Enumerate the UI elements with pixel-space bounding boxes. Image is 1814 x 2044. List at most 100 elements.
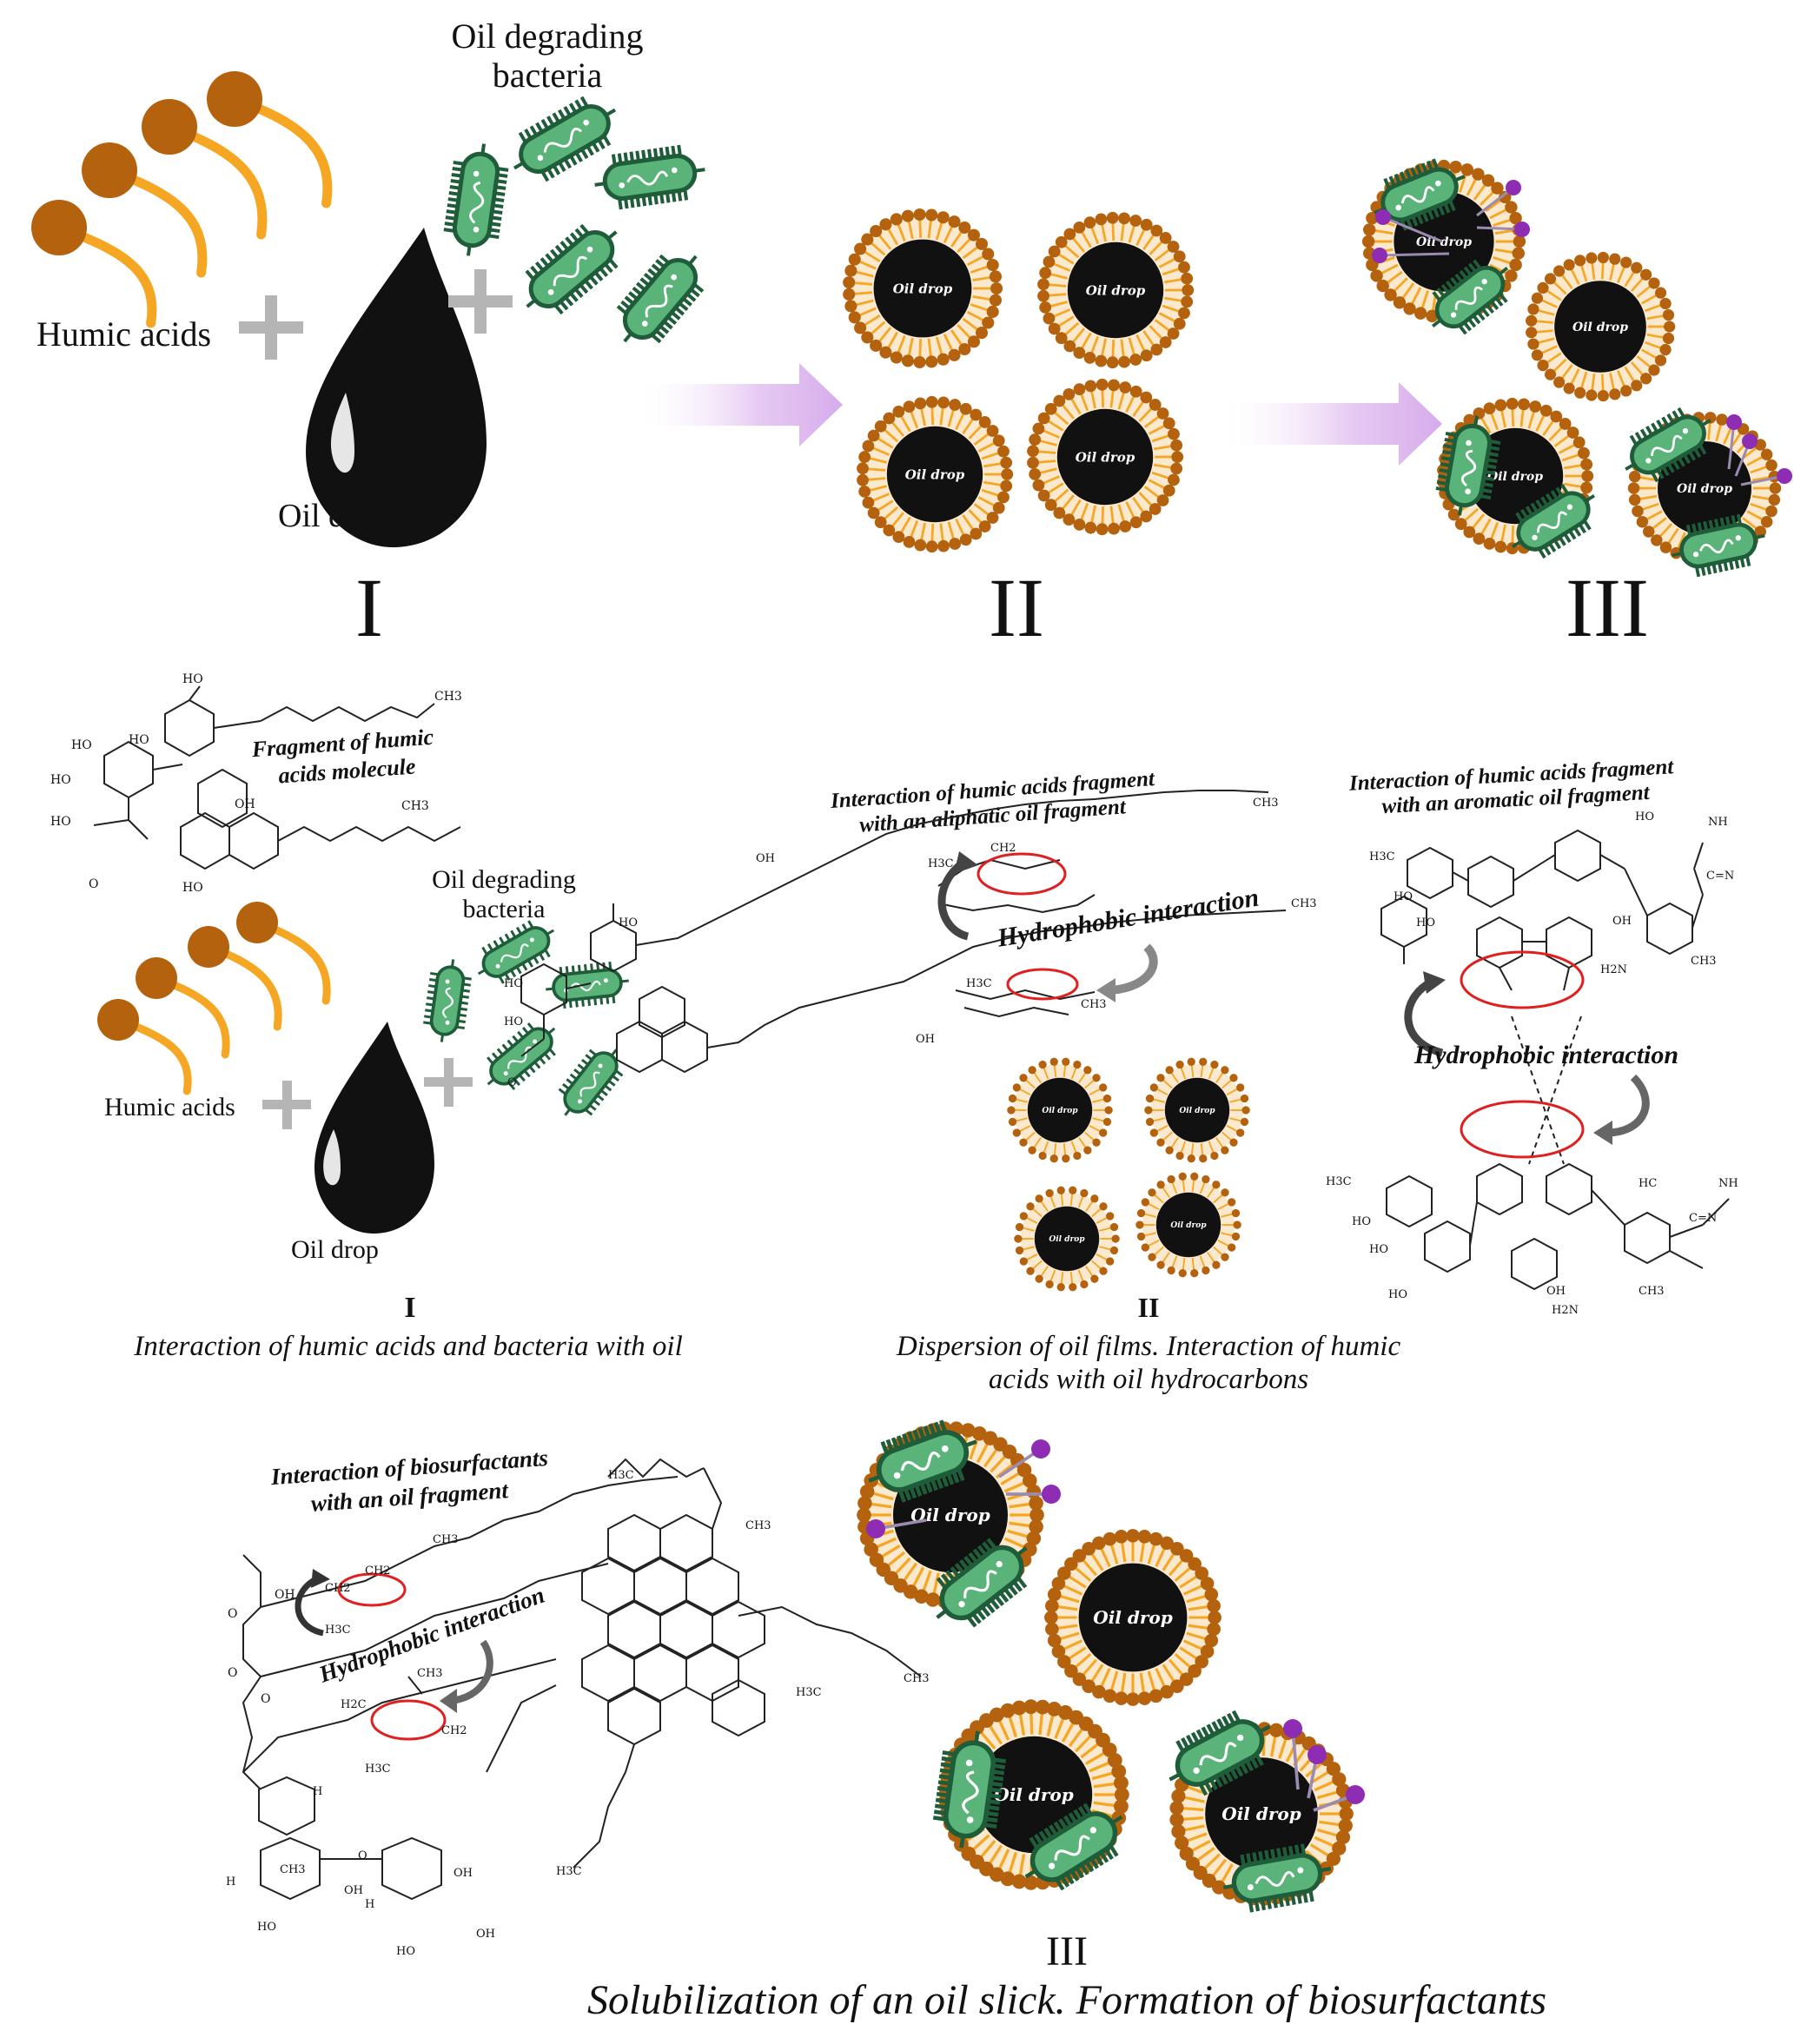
interaction-ellipse xyxy=(1460,950,1585,1009)
chem-label: OH xyxy=(344,1884,363,1897)
chem-label: HO xyxy=(1394,890,1413,903)
chem-label: CH2 xyxy=(990,842,1016,855)
chem-label: HO xyxy=(504,977,523,990)
chem-label: H3C xyxy=(966,977,992,990)
interaction-ellipse xyxy=(337,1572,407,1607)
bacterium-icon xyxy=(1024,1803,1123,1891)
bacterium-icon xyxy=(546,961,629,1009)
biosurfactant-molecule-icon xyxy=(1375,209,1443,243)
chem-label: HO xyxy=(129,733,149,747)
chem-label: H3C xyxy=(1369,850,1395,863)
panel-1: HO HO HO HO HO OH HO O CH3 CH3 Fragment … xyxy=(50,672,683,1362)
oil-drop-label: Oil drop xyxy=(278,498,389,534)
interaction-ellipse xyxy=(1006,968,1079,1001)
chem-label: H2N xyxy=(1600,963,1627,976)
chem-label: OH xyxy=(275,1588,295,1602)
curved-arrow-icon xyxy=(295,1569,330,1637)
chem-label: C=N xyxy=(1706,870,1734,883)
chem-label: H3C xyxy=(796,1686,822,1699)
oil-drop-micelle-label: Oil drop xyxy=(1086,282,1146,298)
curved-arrow-icon xyxy=(937,851,978,941)
bacterium-icon xyxy=(936,1538,1028,1628)
humic-acid-molecule-icon xyxy=(136,957,230,1059)
oil-drop-micelle-label: Oil drop xyxy=(1093,1607,1172,1628)
curved-arrow-icon xyxy=(1593,1074,1650,1145)
humic-acids-label: Humic acids xyxy=(104,1093,235,1121)
oil-drop-micelle-label: Oil drop xyxy=(1487,470,1543,484)
bacterium-icon xyxy=(1672,513,1765,578)
oil-drop-micelle: Oil drop xyxy=(1144,1057,1250,1163)
plus-sign xyxy=(424,1058,473,1107)
oil-drop-micelle: Oil drop xyxy=(1007,1057,1113,1163)
chem-label: OH xyxy=(1546,1285,1566,1298)
top-stage-1: Humic acids Oil drop Oil degrading bacte… xyxy=(31,17,705,654)
chem-label: HO xyxy=(257,1921,276,1934)
oil-drop-icon xyxy=(306,228,487,547)
chem-label: HO xyxy=(1352,1215,1371,1228)
biosurfactant-oil-structure xyxy=(242,1458,922,1901)
chem-label: CH3 xyxy=(401,799,429,813)
chem-label: HO xyxy=(182,672,203,686)
oil-drop-micelle: Oil drop xyxy=(843,208,1003,369)
process-arrow xyxy=(1216,382,1442,466)
curved-arrow-icon xyxy=(1404,971,1446,1057)
biosurfactant-molecule-icon xyxy=(1726,414,1742,470)
bacterium-icon xyxy=(1222,1843,1332,1913)
chem-label: CH3 xyxy=(1691,955,1717,968)
chem-label: OH xyxy=(476,1928,495,1941)
humic-acid-molecule-icon xyxy=(142,99,268,240)
chem-label: H2C xyxy=(341,1698,367,1711)
stage-label-3: III xyxy=(1046,1928,1088,1975)
chem-label: OH xyxy=(454,1867,473,1880)
bacteria-label-line-2: bacteria xyxy=(493,56,603,95)
oil-drop-micelle-label: Oil drop xyxy=(1416,235,1472,249)
chem-label: HO xyxy=(1369,1243,1388,1256)
humic-acid-molecule-icon xyxy=(207,71,333,208)
chem-label: NH xyxy=(1708,816,1728,829)
stage-label-3: III xyxy=(1566,561,1649,654)
chem-label: OH xyxy=(756,852,775,865)
chem-label: HO xyxy=(504,1015,523,1029)
chem-label: CH3 xyxy=(434,690,462,704)
oil-drop-micelle: Oil drop xyxy=(857,395,1014,553)
chem-label: CH3 xyxy=(1081,998,1107,1011)
oil-drop-micelle-label: Oil drop xyxy=(1221,1803,1301,1824)
bacterium-icon xyxy=(513,96,617,182)
chem-label: OH xyxy=(235,797,255,811)
biosurfactant-molecule-icon xyxy=(1372,248,1450,263)
bacterium-icon xyxy=(1435,415,1501,516)
chem-label: O xyxy=(89,877,98,891)
oil-drop-micelle-label: Oil drop xyxy=(1170,1221,1207,1230)
oil-drop-micelle-label: Oil drop xyxy=(893,281,953,296)
chem-label: HO xyxy=(50,773,71,787)
biosurfactant-molecule-icon xyxy=(1740,468,1792,486)
chem-label: O xyxy=(228,1607,237,1621)
chem-label: C=N xyxy=(1689,1212,1717,1225)
chem-label: O xyxy=(228,1666,237,1680)
hydrophobic-interaction-label: Hydrophobic interaction xyxy=(1413,1041,1678,1069)
bacterium-icon xyxy=(1625,407,1711,483)
oil-drop-micelle: Oil drop xyxy=(1135,1172,1241,1278)
aliphatic-interaction-structure xyxy=(520,790,1287,1074)
chem-label: CH2 xyxy=(365,1564,391,1578)
stage-label-2: II xyxy=(1138,1292,1160,1323)
oil-drop-micelle-label: Oil drop xyxy=(1076,449,1135,465)
chem-label: CH3 xyxy=(433,1533,459,1546)
oil-drop-icon xyxy=(314,1022,434,1234)
chem-label: HC xyxy=(1639,1177,1657,1190)
stage-label-2: II xyxy=(989,561,1044,654)
biosurfactant-molecule-icon xyxy=(1006,1485,1061,1504)
chem-label: H3C xyxy=(1326,1175,1352,1188)
plus-sign xyxy=(262,1081,311,1129)
chem-label: HO xyxy=(619,916,638,929)
bacterium-icon xyxy=(443,143,509,256)
chem-label: CH2 xyxy=(325,1582,351,1595)
plus-sign xyxy=(448,269,513,334)
chem-label: CH3 xyxy=(1639,1285,1665,1298)
chem-label: H3C xyxy=(556,1865,582,1878)
stage-label-1: I xyxy=(355,561,383,654)
